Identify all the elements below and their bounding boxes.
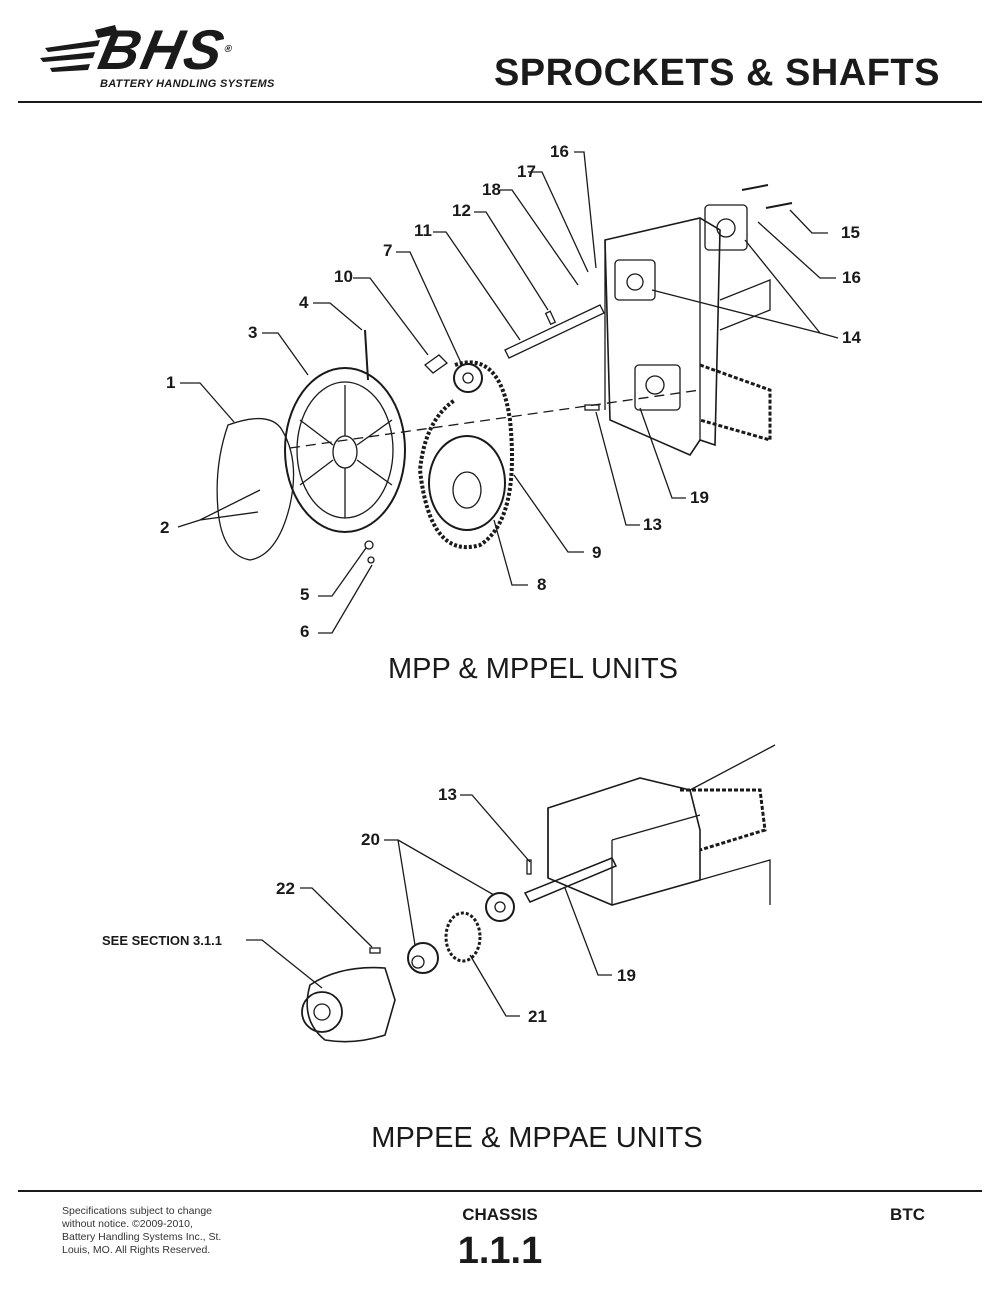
page-title: SPROCKETS & SHAFTS	[493, 52, 940, 94]
frame-plate	[604, 217, 721, 457]
callout-19: 19	[690, 488, 709, 507]
footer-divider	[18, 1190, 982, 1192]
callout-7: 7	[383, 241, 392, 260]
coupling-chain	[444, 911, 482, 963]
copyright-note: Specifications subject to change without…	[62, 1205, 222, 1256]
exploded-parts-diagram: 1 2 3 4 5 6 7 8 9 10 11 12 13 14 15 16 1…	[102, 142, 861, 1154]
callout-1: 1	[166, 373, 175, 392]
callout-11: 11	[414, 221, 432, 240]
hydraulic-motor	[306, 966, 396, 1043]
callout-2: 2	[160, 518, 169, 537]
callout-9: 9	[592, 543, 601, 562]
callout-12: 12	[452, 201, 471, 220]
callout-16-top: 16	[550, 142, 569, 161]
callout-b-13: 13	[438, 785, 457, 804]
hub-sprocket-right	[485, 892, 515, 922]
large-sprocket	[428, 435, 506, 531]
section-name: CHASSIS	[462, 1205, 538, 1224]
callout-16-right: 16	[842, 268, 861, 287]
callout-10: 10	[334, 267, 353, 286]
caption-bottom: MPPEE & MPPAE UNITS	[371, 1122, 702, 1154]
logo-wordmark: BHS®	[93, 18, 235, 81]
bhs-logo-graphic	[40, 25, 118, 72]
callout-8: 8	[537, 575, 546, 594]
bottom-frame	[547, 777, 701, 906]
drive-chain	[417, 360, 514, 550]
callout-15: 15	[841, 223, 860, 242]
header-divider	[18, 101, 982, 103]
callout-18: 18	[482, 180, 501, 199]
see-section-reference: SEE SECTION 3.1.1	[102, 933, 222, 948]
cover-plate	[216, 418, 295, 561]
section-number: 1.1.1	[457, 1230, 543, 1272]
small-sprocket	[453, 363, 483, 393]
callout-4: 4	[299, 293, 309, 312]
callout-13: 13	[643, 515, 662, 534]
model-code: BTC	[890, 1205, 925, 1224]
shaft	[504, 304, 605, 359]
callout-3: 3	[248, 323, 257, 342]
drum-wheel	[284, 367, 406, 533]
bottom-shaft	[523, 857, 618, 903]
logo-subtitle: BATTERY HANDLING SYSTEMS	[100, 78, 275, 90]
callout-b-21: 21	[528, 1007, 547, 1026]
callout-17: 17	[517, 162, 536, 181]
callout-6: 6	[300, 622, 309, 641]
callout-b-22: 22	[276, 879, 295, 898]
callout-b-19: 19	[617, 966, 636, 985]
callout-5: 5	[300, 585, 309, 604]
hub-sprocket-left	[407, 942, 439, 974]
callout-b-20: 20	[361, 830, 380, 849]
callout-14: 14	[842, 328, 861, 347]
caption-top: MPP & MPPEL UNITS	[388, 653, 678, 685]
